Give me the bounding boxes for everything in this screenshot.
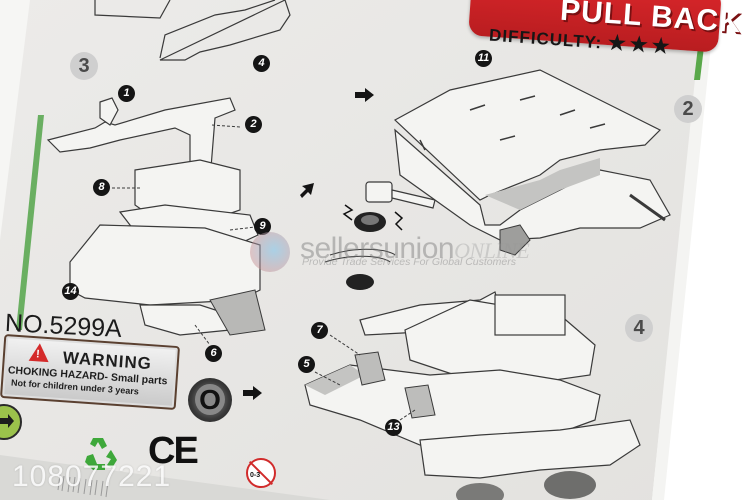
ce-mark: CE [148,430,199,472]
watermark-brand-suffix: ONLINE [454,238,530,263]
part-badge-2: 2 [245,116,262,133]
star-icons: ★★★ [607,31,675,59]
recycle-icon [85,438,117,470]
watermark-brand: sellersunionONLINE [300,232,530,266]
part-badge-5: 5 [298,356,315,373]
part-badge-7: 7 [311,322,328,339]
step-badge-2: 2 [674,95,702,123]
o-ring-disc-icon: O [188,378,232,422]
step-badge-4: 4 [625,314,653,342]
not-for-under-3-icon: 0-3 [246,458,276,488]
choking-warning-label: ! WARNING CHOKING HAZARD- Small parts No… [0,333,181,411]
part-badge-4: 4 [253,55,270,72]
step-badge-3: 3 [70,52,98,80]
watermark-tagline: Provide Trade Services For Global Custom… [302,256,516,268]
part-badge-6: 6 [205,345,222,362]
watermark-brand-name: sellersunion [300,232,455,265]
part-badge-1: 1 [118,85,135,102]
part-badge-14: 14 [62,283,79,300]
watermark-id: 108077221 [12,460,172,493]
part-badge-8: 8 [93,179,110,196]
age-label: 0-3 [250,472,261,479]
part-badge-9: 9 [254,218,271,235]
part-badge-11: 11 [475,50,492,67]
watermark-logo-icon [250,232,290,272]
o-ring-label: O [195,384,225,415]
part-badge-13: 13 [385,419,402,436]
